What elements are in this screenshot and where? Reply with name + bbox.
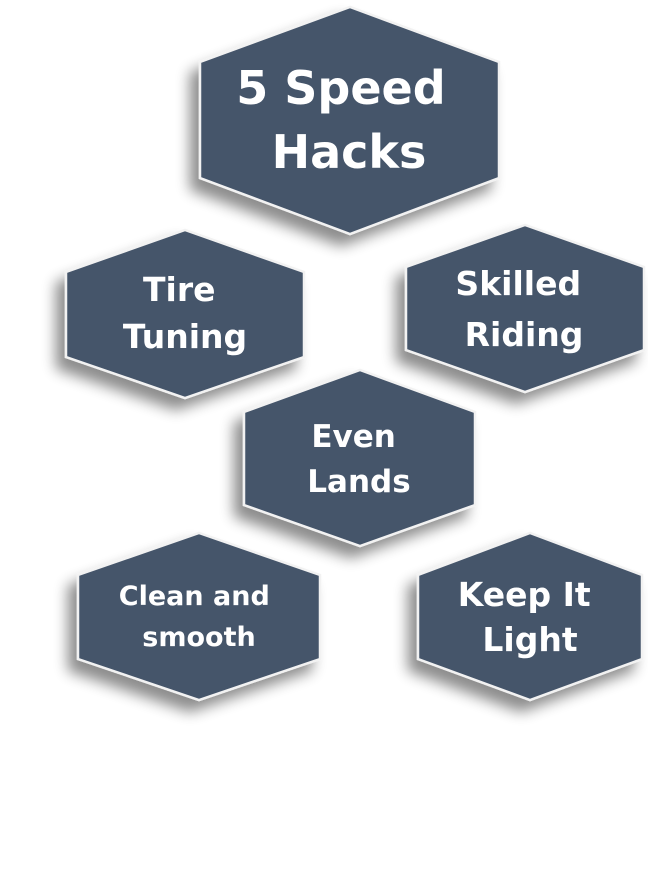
label-tire-tuning-line-2: Tuning [123,317,247,356]
label-clean-and-smooth-line-1: Clean and [119,581,270,612]
title-hexagon: 5 Speed Hacks [198,5,501,236]
title-line-2: Hacks [272,125,427,179]
title-hexagon-shape [198,5,501,236]
hexagon-even-lands: Even Lands [242,368,477,548]
label-clean-and-smooth-line-2: smooth [142,622,255,653]
label-even-lands-line-2: Lands [307,464,410,500]
hexagon-clean-and-smooth: Clean and smooth [76,531,322,702]
label-skilled-riding-line-2: Riding [465,315,584,354]
hexagon-skilled-riding-shape [404,223,646,394]
label-tire-tuning-line-1: Tire [143,270,215,309]
hexagon-tire-tuning-shape [64,228,306,400]
label-even-lands: Even Lands [307,419,410,500]
hexagon-skilled-riding: Skilled Riding [404,223,646,394]
label-skilled-riding: Skilled Riding [455,264,592,354]
label-skilled-riding-line-1: Skilled [455,264,581,303]
hexagon-keep-it-light-shape [416,531,644,702]
title-line-1: 5 Speed [236,61,445,115]
label-keep-it-light-line-1: Keep It [458,575,591,614]
hexagon-even-lands-shape [242,368,477,548]
hexagon-clean-and-smooth-shape [76,531,322,702]
hexagon-keep-it-light: Keep It Light [416,531,644,702]
title-text: 5 Speed Hacks [236,61,461,179]
label-even-lands-line-1: Even [311,419,395,455]
label-keep-it-light-line-2: Light [482,620,577,659]
label-keep-it-light: Keep It Light [458,575,602,659]
label-tire-tuning: Tire Tuning [123,270,247,356]
label-clean-and-smooth: Clean and smooth [119,581,279,653]
hexagon-tire-tuning: Tire Tuning [64,228,306,400]
